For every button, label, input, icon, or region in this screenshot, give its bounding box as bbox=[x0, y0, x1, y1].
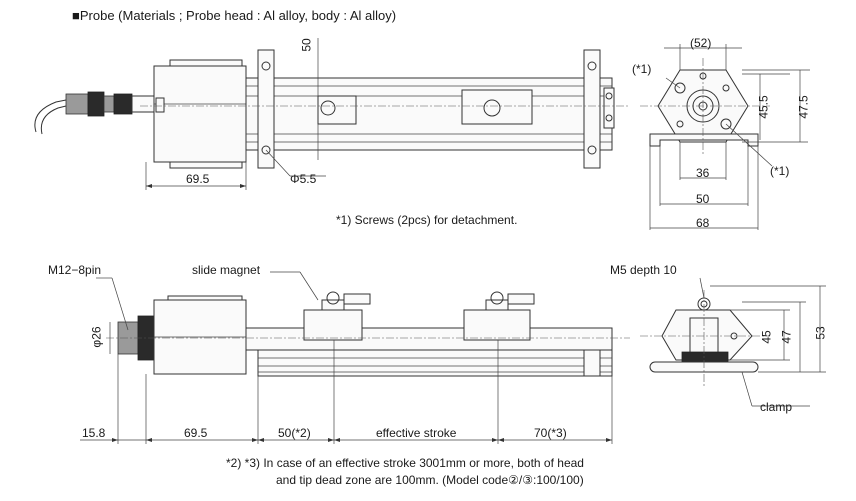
dim-side-69-5: 69.5 bbox=[184, 426, 208, 440]
title-marker: ■ bbox=[72, 8, 80, 23]
dim-bottom-53: 53 bbox=[813, 326, 828, 340]
end-view-top bbox=[640, 44, 810, 230]
dim-end-68: 68 bbox=[696, 216, 710, 230]
drawing-title: ■Probe (Materials ; Probe head : Al allo… bbox=[72, 9, 396, 23]
dim-bottom-45: 45 bbox=[759, 330, 774, 344]
top-view-probe bbox=[34, 38, 630, 190]
clamp-label: clamp bbox=[760, 400, 793, 414]
end-view-bottom bbox=[640, 277, 826, 407]
dim-side-head-zone: 50(*2) bbox=[278, 426, 311, 440]
side-view-probe bbox=[80, 271, 630, 444]
dim-top-hole: Φ5.5 bbox=[290, 172, 317, 186]
dim-end-45-5: 45.5 bbox=[756, 95, 771, 119]
screw-mark-left: (*1) bbox=[632, 62, 652, 76]
connector-label: M12−8pin bbox=[48, 263, 102, 277]
dim-end-47-5: 47.5 bbox=[796, 95, 811, 119]
dim-top-length: 69.5 bbox=[186, 172, 210, 186]
dim-end-36: 36 bbox=[696, 166, 710, 180]
title-text: Probe (Materials ; Probe head : Al alloy… bbox=[79, 8, 397, 23]
note-dead-zone-line2: and tip dead zone are 100mm. (Model code… bbox=[276, 473, 584, 487]
dim-side-stroke: effective stroke bbox=[376, 426, 457, 440]
dim-side-tip-zone: 70(*3) bbox=[534, 426, 567, 440]
note-screws: *1) Screws (2pcs) for detachment. bbox=[336, 213, 518, 227]
dim-bottom-47: 47 bbox=[779, 330, 794, 344]
dim-side-15-8: 15.8 bbox=[82, 426, 106, 440]
dim-end-overall: (52) bbox=[690, 36, 712, 50]
screw-mark-right: (*1) bbox=[770, 164, 790, 178]
tap-label: M5 depth 10 bbox=[610, 263, 677, 277]
dim-top-height: 50 bbox=[299, 38, 314, 52]
slide-magnet-label: slide magnet bbox=[192, 263, 261, 277]
dim-side-diameter: φ26 bbox=[89, 326, 104, 348]
dim-end-50: 50 bbox=[696, 192, 710, 206]
note-dead-zone-line1: *2) *3) In case of an effective stroke 3… bbox=[226, 456, 584, 470]
